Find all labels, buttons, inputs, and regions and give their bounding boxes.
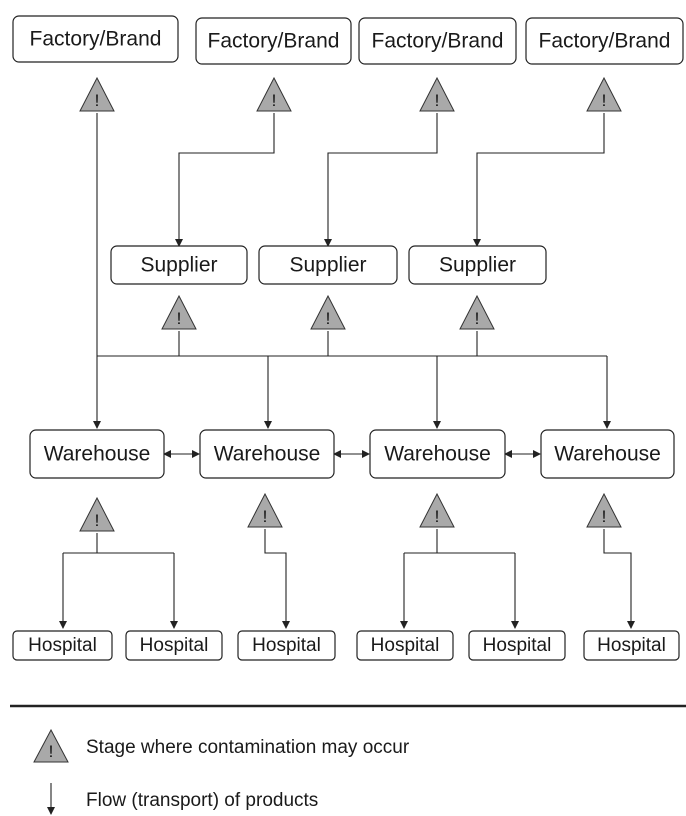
warehouse-node: Warehouse bbox=[540, 429, 675, 479]
hospital-node: Hospital bbox=[237, 630, 336, 661]
legend-contamination-label: Stage where contamination may occur bbox=[86, 737, 410, 758]
factory-node: Factory/Brand bbox=[195, 17, 352, 65]
warning-mark: ! bbox=[272, 91, 277, 110]
supplier-label: Supplier bbox=[140, 254, 217, 277]
warning-mark: ! bbox=[602, 91, 607, 110]
factory-label: Factory/Brand bbox=[539, 30, 671, 53]
flow-factory-2-to-supplier-1 bbox=[175, 113, 275, 247]
supplier-node: Supplier bbox=[258, 245, 398, 285]
warning-mark: ! bbox=[95, 511, 100, 530]
warehouse-label: Warehouse bbox=[384, 443, 491, 466]
hospital-node: Hospital bbox=[468, 630, 566, 661]
warehouse-node: Warehouse bbox=[369, 429, 506, 479]
flow-lines bbox=[59, 113, 635, 629]
warning-mark: ! bbox=[326, 309, 331, 328]
hospital-label: Hospital bbox=[597, 635, 666, 656]
warning-mark: ! bbox=[435, 91, 440, 110]
warning-mark: ! bbox=[435, 507, 440, 526]
hospital-node: Hospital bbox=[125, 630, 223, 661]
hospital-node: Hospital bbox=[356, 630, 454, 661]
warning-mark: ! bbox=[263, 507, 268, 526]
warehouse-label: Warehouse bbox=[214, 443, 321, 466]
contamination-warning-icon: ! bbox=[79, 76, 115, 112]
hospital-label: Hospital bbox=[28, 635, 97, 656]
contamination-warning-icon: ! bbox=[586, 492, 622, 528]
warehouse-node: Warehouse bbox=[199, 429, 335, 479]
flow-to-hospital-6 bbox=[603, 529, 635, 629]
supplier-node: Supplier bbox=[110, 245, 248, 285]
legend-warning-icon: ! bbox=[33, 728, 69, 763]
legend-flow-label: Flow (transport) of products bbox=[86, 790, 318, 811]
flow-factory-3-to-supplier-2 bbox=[324, 113, 438, 247]
warehouse-label: Warehouse bbox=[554, 443, 661, 466]
warning-mark: ! bbox=[602, 507, 607, 526]
contamination-warning-icon: ! bbox=[419, 492, 455, 528]
contamination-warning-icon: ! bbox=[256, 76, 292, 112]
factory-label: Factory/Brand bbox=[372, 30, 504, 53]
flow-warehouse-1-split bbox=[63, 533, 174, 554]
warning-mark: ! bbox=[49, 742, 54, 761]
hospital-label: Hospital bbox=[483, 635, 552, 656]
hospital-node: Hospital bbox=[12, 630, 113, 661]
contamination-warning-icon: ! bbox=[247, 492, 283, 528]
flow-factory-4-to-supplier-3 bbox=[473, 113, 605, 247]
contamination-warning-icon: ! bbox=[310, 294, 346, 330]
warehouse-node: Warehouse bbox=[29, 429, 165, 479]
warning-mark: ! bbox=[475, 309, 480, 328]
warehouse-label: Warehouse bbox=[44, 443, 151, 466]
hospital-label: Hospital bbox=[140, 635, 209, 656]
supplier-label: Supplier bbox=[289, 254, 366, 277]
flow-warehouse-3-split bbox=[404, 529, 515, 554]
factory-node: Factory/Brand bbox=[358, 17, 517, 65]
contamination-warning-icon: ! bbox=[161, 294, 197, 330]
hospital-label: Hospital bbox=[252, 635, 321, 656]
contamination-warning-icon: ! bbox=[419, 76, 455, 112]
flow-to-hospital-3 bbox=[264, 529, 290, 629]
warning-mark: ! bbox=[95, 91, 100, 110]
factory-label: Factory/Brand bbox=[30, 28, 162, 51]
warning-mark: ! bbox=[177, 309, 182, 328]
hospital-label: Hospital bbox=[371, 635, 440, 656]
supplier-label: Supplier bbox=[439, 254, 516, 277]
factory-node: Factory/Brand bbox=[12, 15, 179, 63]
hospital-node: Hospital bbox=[583, 630, 680, 661]
contamination-warning-icon: ! bbox=[79, 496, 115, 532]
factory-label: Factory/Brand bbox=[208, 30, 340, 53]
contamination-warning-icon: ! bbox=[459, 294, 495, 330]
factory-node: Factory/Brand bbox=[525, 17, 684, 65]
contamination-warning-icon: ! bbox=[586, 76, 622, 112]
supplier-node: Supplier bbox=[408, 245, 547, 285]
